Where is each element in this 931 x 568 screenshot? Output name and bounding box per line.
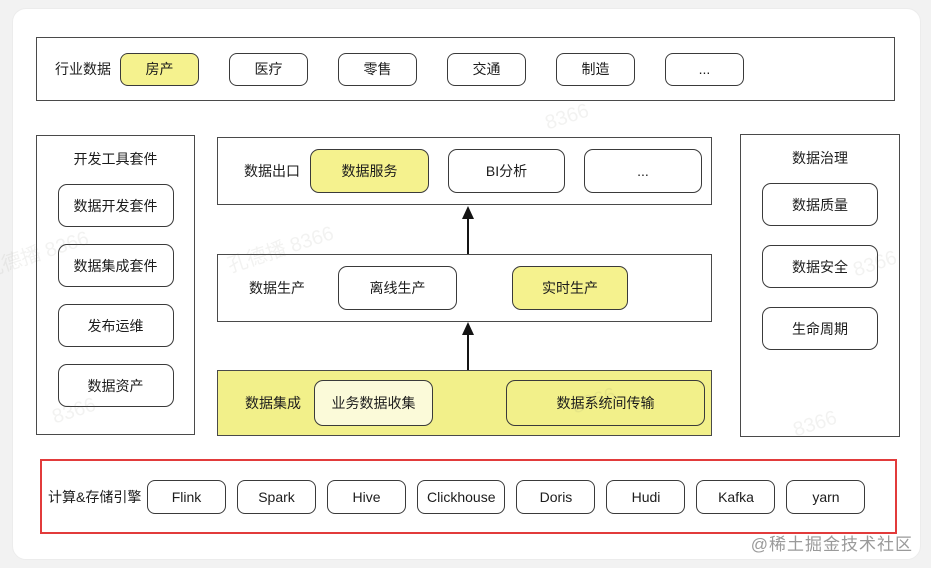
engine-item-doris: Doris	[516, 479, 596, 514]
dev-tools-item-development: 数据开发套件	[57, 184, 174, 227]
engine-list: Flink Spark Hive Clickhouse Doris Hudi K…	[147, 479, 866, 514]
data-integration-row: 数据集成 业务数据收集 数据系统间传输	[217, 370, 712, 436]
industry-item-medical: 医疗	[229, 52, 308, 86]
industry-data-label: 行业数据	[55, 61, 111, 77]
dev-tools-item-ops: 发布运维	[57, 304, 174, 347]
governance-item-quality: 数据质量	[762, 183, 878, 226]
governance-stack: 数据质量 数据安全 生命周期	[741, 183, 899, 350]
data-production-label: 数据生产	[249, 280, 305, 296]
industry-item-traffic: 交通	[447, 52, 526, 86]
data-integration-label: 数据集成	[245, 395, 301, 411]
export-item-bi-analysis: BI分析	[448, 149, 565, 193]
governance-title: 数据治理	[792, 150, 848, 166]
export-item-data-service: 数据服务	[310, 149, 429, 193]
engine-bar-label: 计算&存储引擎	[48, 488, 142, 505]
engine-item-flink: Flink	[147, 479, 226, 514]
engine-bar: 计算&存储引擎 Flink Spark Hive Clickhouse Dori…	[40, 459, 897, 534]
governance-panel: 数据治理 数据质量 数据安全 生命周期	[740, 134, 900, 437]
site-credit-watermark: @稀土掘金技术社区	[750, 535, 913, 554]
engine-item-kafka: Kafka	[696, 479, 776, 514]
engine-item-yarn: yarn	[786, 479, 866, 514]
dev-tools-panel: 开发工具套件 数据开发套件 数据集成套件 发布运维 数据资产	[36, 135, 195, 435]
engine-item-hudi: Hudi	[606, 479, 686, 514]
governance-item-lifecycle: 生命周期	[762, 307, 878, 350]
dev-tools-item-assets: 数据资产	[57, 364, 174, 407]
industry-item-more: ...	[665, 52, 744, 86]
arrow-up-icon	[462, 322, 474, 370]
dev-tools-item-integration: 数据集成套件	[57, 244, 174, 287]
production-item-offline: 离线生产	[338, 266, 457, 310]
export-item-more: ...	[584, 149, 702, 193]
dev-tools-title: 开发工具套件	[73, 151, 158, 167]
data-production-row: 数据生产 离线生产 实时生产	[217, 254, 712, 322]
engine-item-spark: Spark	[237, 479, 316, 514]
data-export-label: 数据出口	[244, 163, 300, 179]
production-item-realtime: 实时生产	[512, 266, 628, 310]
industry-item-retail: 零售	[338, 52, 417, 86]
engine-item-clickhouse: Clickhouse	[417, 479, 506, 514]
arrow-up-icon	[462, 206, 474, 254]
dev-tools-stack: 数据开发套件 数据集成套件 发布运维 数据资产	[37, 184, 194, 407]
integration-item-business-collection: 业务数据收集	[314, 380, 433, 426]
data-export-row: 数据出口 数据服务 BI分析 ...	[217, 137, 712, 205]
industry-item-realestate: 房产	[120, 52, 199, 86]
integration-item-system-transfer: 数据系统间传输	[506, 380, 705, 426]
industry-item-manufacturing: 制造	[556, 52, 635, 86]
engine-item-hive: Hive	[327, 479, 406, 514]
governance-item-security: 数据安全	[762, 245, 878, 288]
industry-data-bar: 行业数据 房产 医疗 零售 交通 制造 ...	[36, 37, 895, 101]
